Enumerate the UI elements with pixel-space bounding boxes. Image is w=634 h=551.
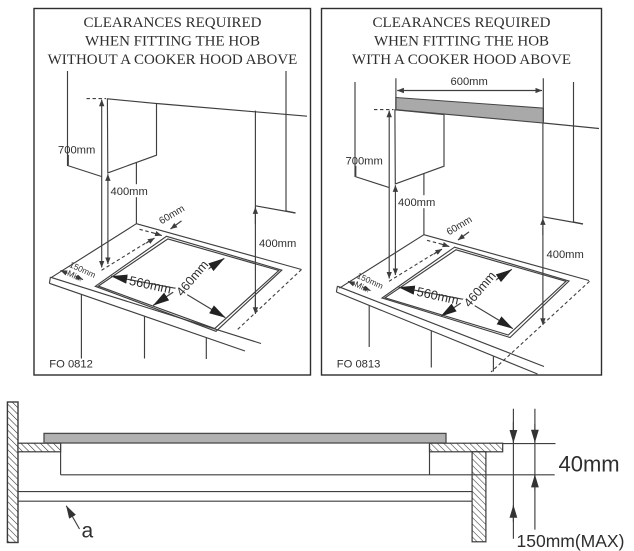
svg-text:WITHOUT A COOKER HOOD ABOVE: WITHOUT A COOKER HOOD ABOVE: [48, 52, 298, 68]
svg-text:CLEARANCES REQUIRED: CLEARANCES REQUIRED: [373, 15, 551, 31]
svg-text:FO 0813: FO 0813: [337, 358, 381, 370]
svg-text:WHEN FITTING THE HOB: WHEN FITTING THE HOB: [85, 34, 260, 50]
svg-text:150mm(MAX): 150mm(MAX): [517, 531, 625, 551]
svg-text:WITH A COOKER HOOD ABOVE: WITH A COOKER HOOD ABOVE: [352, 52, 571, 68]
svg-text:CLEARANCES REQUIRED: CLEARANCES REQUIRED: [84, 15, 262, 31]
svg-text:a: a: [82, 520, 94, 543]
svg-text:FO 0812: FO 0812: [49, 358, 93, 370]
svg-text:40mm: 40mm: [559, 451, 620, 476]
svg-text:WHEN FITTING THE HOB: WHEN FITTING THE HOB: [374, 34, 549, 50]
svg-text:600mm: 600mm: [451, 76, 488, 88]
